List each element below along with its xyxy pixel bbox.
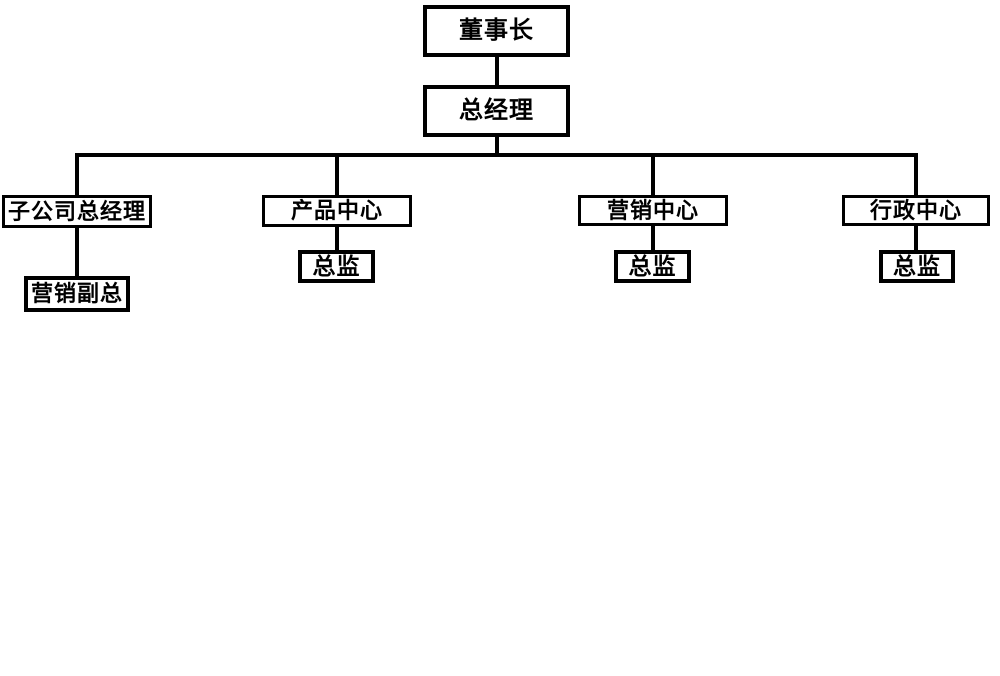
- connector-product-director: [335, 226, 339, 253]
- org-node-product-center: 产品中心: [262, 195, 412, 227]
- org-node-marketing-center: 营销中心: [578, 195, 728, 226]
- org-node-chairman-label: 董事长: [459, 17, 534, 44]
- org-node-chairman: 董事长: [423, 5, 570, 57]
- org-node-admin-center: 行政中心: [842, 195, 990, 226]
- connector-drop-product: [335, 153, 339, 198]
- org-node-subsidiary-general-manager: 子公司总经理: [2, 195, 152, 228]
- org-node-admin-director: 总监: [879, 250, 955, 283]
- org-node-marketing-deputy-gm: 营销副总: [24, 276, 130, 312]
- org-node-subsidiary-general-manager-label: 子公司总经理: [7, 198, 146, 224]
- org-node-marketing-deputy-gm-label: 营销副总: [30, 281, 123, 306]
- org-node-admin-center-label: 行政中心: [869, 197, 962, 223]
- connector-admin-director: [914, 226, 918, 253]
- org-node-general-manager-label: 总经理: [459, 97, 534, 124]
- connector-horizontal-bus: [75, 153, 918, 157]
- connector-subsidiary-deputy: [75, 226, 79, 279]
- org-node-marketing-director: 总监: [614, 250, 691, 283]
- org-node-marketing-center-label: 营销中心: [606, 197, 699, 223]
- org-node-admin-director-label: 总监: [893, 253, 941, 279]
- connector-drop-marketing: [651, 153, 655, 198]
- org-node-product-director: 总监: [298, 250, 375, 283]
- connector-chairman-gm: [495, 55, 499, 87]
- connector-marketing-director: [651, 226, 655, 253]
- org-node-general-manager: 总经理: [423, 85, 570, 137]
- connector-drop-subsidiary: [75, 153, 79, 198]
- org-node-product-center-label: 产品中心: [290, 198, 383, 223]
- connector-gm-bus-stub: [495, 135, 499, 155]
- connector-drop-admin: [914, 153, 918, 198]
- org-node-product-director-label: 总监: [312, 253, 361, 279]
- org-node-marketing-director-label: 总监: [628, 253, 677, 279]
